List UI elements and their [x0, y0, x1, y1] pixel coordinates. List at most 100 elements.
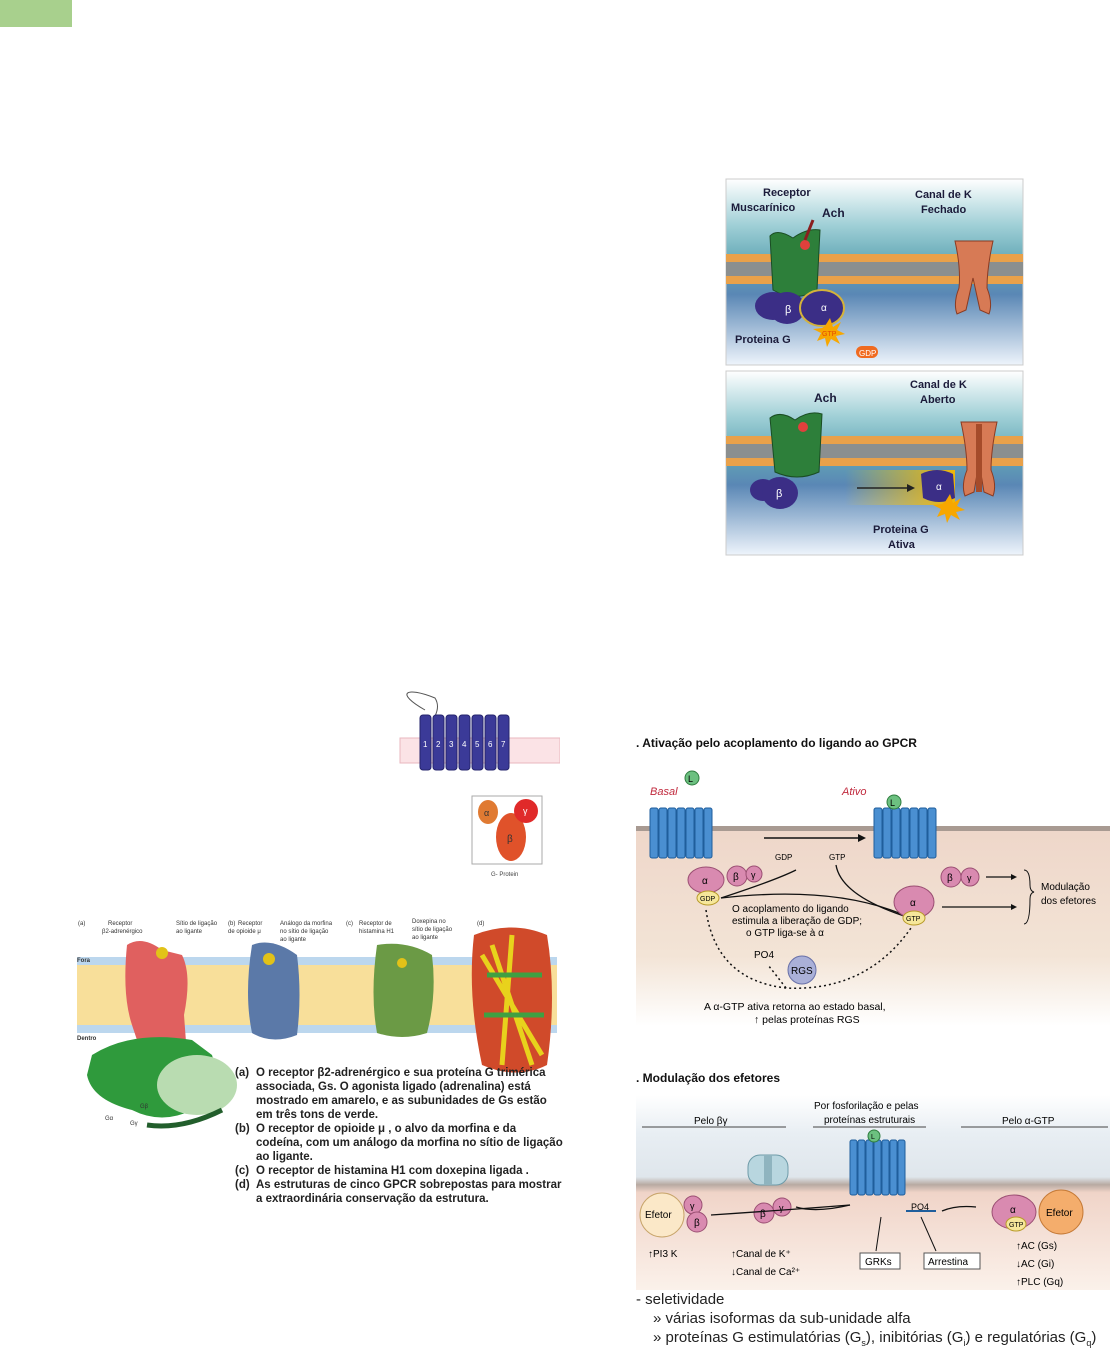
- panel-b-site: Análogo da morfina: [280, 921, 333, 927]
- alpha-subunit-label: α: [484, 808, 489, 818]
- gtp-incoming: GTP: [829, 853, 845, 862]
- modulation-label-2: dos efetores: [1041, 896, 1096, 907]
- muscarinic-figure: β α GTP GDP Receptor Muscarínico Ach Can…: [725, 178, 1024, 556]
- beta-basal: β: [733, 872, 739, 883]
- receptor-label: Receptor: [763, 187, 811, 199]
- gdp-released: GDP: [775, 853, 792, 862]
- helix-6-label: 6: [488, 740, 493, 749]
- selectivity-block: - seletividade » várias isoformas da sub…: [636, 1290, 1096, 1353]
- beta-subunit-label: β: [507, 834, 513, 845]
- gamma-mid: γ: [779, 1203, 784, 1213]
- caption-label: (d): [235, 1179, 250, 1191]
- receptor-label-2: Muscarínico: [731, 202, 795, 214]
- svg-text:GTP: GTP: [822, 331, 837, 338]
- panel-closed: β α GTP GDP Receptor Muscarínico Ach Can…: [725, 178, 1024, 366]
- panel-b-site-2: no sítio de ligação: [280, 929, 329, 935]
- svg-text:GDP: GDP: [859, 349, 876, 358]
- helix-3-label: 3: [449, 740, 454, 749]
- rgs-return-text: A α-GTP ativa retorna ao estado basal,: [704, 1001, 886, 1013]
- coupling-text-2: estimula a liberação de GDP;: [732, 916, 862, 927]
- panel-open: β α Ach Canal de K Aberto Proteina G Ati…: [725, 370, 1024, 556]
- panel-c-receptor-2: histamina H1: [359, 929, 395, 935]
- structure-a: [87, 941, 237, 1129]
- item2-mid1: ), inibitórias (G: [865, 1329, 964, 1346]
- col-by-alpha-gtp: Pelo α-GTP: [1002, 1116, 1055, 1127]
- caption-text: O receptor de opioide μ , o alvo da morf…: [256, 1123, 563, 1163]
- gdp-badge: GDP: [700, 896, 716, 903]
- helix-2-label: 2: [436, 740, 441, 749]
- structures-caption: (a) O receptor β2-adrenérgico e sua prote…: [235, 1066, 565, 1206]
- panel-a-site-2: ao ligante: [176, 929, 203, 935]
- coupling-text-3: o GTP liga-se à α: [746, 928, 824, 939]
- channel-label: Canal de K: [915, 189, 972, 201]
- item2-prefix: » proteínas G estimulatórias (G: [653, 1329, 862, 1346]
- selectivity-title: - seletividade: [636, 1291, 725, 1308]
- panel-b-receptor-2: de opioide μ: [228, 929, 261, 935]
- structure-b: [248, 942, 300, 1040]
- gamma-left: γ: [690, 1201, 695, 1211]
- panel-a-receptor: Receptor: [108, 921, 132, 927]
- canal-ca-effect: ↓Canal de Ca²⁺: [731, 1267, 800, 1278]
- caption-label: (b): [235, 1123, 250, 1135]
- gprotein-active-label-2: Ativa: [888, 539, 916, 551]
- gbeta-label: Gβ: [140, 1104, 149, 1110]
- caption-item-a: (a) O receptor β2-adrenérgico e sua prote…: [235, 1066, 565, 1122]
- channel-state-label: Fechado: [921, 204, 967, 216]
- structure-c: [373, 943, 434, 1037]
- col-by-betagamma: Pelo βγ: [694, 1116, 728, 1127]
- grks-box: GRKs: [865, 1257, 892, 1268]
- caption-label: (a): [235, 1067, 250, 1079]
- svg-text:α: α: [821, 303, 827, 314]
- efetor-left: Efetor: [645, 1210, 672, 1221]
- caption-label: (c): [235, 1165, 250, 1177]
- activation-heading: . Ativação pelo acoplamento do ligando a…: [636, 736, 917, 750]
- ach-label-active: Ach: [814, 391, 837, 405]
- panel-c-site: Doxepina no: [412, 919, 446, 925]
- activation-diagram: L L Basal Ativo α β γ GDP GDP GTP α GTP …: [636, 770, 1110, 1026]
- selectivity-item-2: » proteínas G estimulatórias (Gs), inibi…: [636, 1328, 1096, 1353]
- ac-gi-effect: ↓AC (Gi): [1016, 1259, 1054, 1270]
- po4-effectors: PO4: [911, 1202, 929, 1212]
- svg-text:β: β: [776, 488, 782, 500]
- caption-text: As estruturas de cinco GPCR sobrepostas …: [256, 1179, 562, 1205]
- col-phosphorylation: Por fosforilação e pelas: [814, 1101, 919, 1112]
- helix-1-label: 1: [423, 740, 428, 749]
- caption-item-b: (b) O receptor de opioide μ , o alvo da m…: [235, 1122, 565, 1164]
- po4-label: PO4: [754, 950, 774, 961]
- gprotein-active-label: Proteina G: [873, 524, 929, 536]
- ach-label: Ach: [822, 206, 845, 220]
- channel-label-active: Canal de K: [910, 379, 967, 391]
- caption-item-d: (d) As estruturas de cinco GPCR sobrepost…: [235, 1178, 565, 1206]
- selectivity-item-1: » várias isoformas da sub-unidade alfa: [653, 1310, 911, 1327]
- sub-i: i: [963, 1338, 966, 1348]
- panel-c-site-3: ao ligante: [412, 935, 439, 941]
- caption-item-c: (c)O receptor de histamina H1 com doxepi…: [235, 1164, 565, 1178]
- beta-active: β: [947, 873, 953, 884]
- ggamma-label: Gγ: [130, 1121, 138, 1127]
- svg-text:α: α: [936, 482, 942, 493]
- item2-end: ): [1091, 1329, 1097, 1346]
- panel-c-label: (c): [346, 921, 353, 927]
- coupling-text-1: O acoplamento do ligando: [732, 904, 849, 915]
- g-protein-caption: G- Protein: [491, 872, 518, 878]
- panel-a-site: Sítio de ligação: [176, 921, 218, 927]
- plc-gq-effect: ↑PLC (Gq): [1016, 1277, 1063, 1288]
- ativo-label: Ativo: [841, 786, 866, 798]
- helix-5-label: 5: [475, 740, 480, 749]
- panel-c-receptor: Receptor de: [359, 921, 392, 927]
- rgs-label: RGS: [791, 966, 813, 977]
- caption-text: O receptor β2-adrenérgico e sua proteína…: [256, 1067, 547, 1121]
- gtp-badge: GTP: [906, 916, 921, 923]
- slide-marker-tab: [0, 0, 72, 27]
- panel-b-site-3: ao ligante: [280, 937, 307, 943]
- panel-a-receptor-2: β2-adrenérgico: [102, 929, 143, 935]
- basal-label: Basal: [650, 786, 678, 798]
- gamma-basal: γ: [751, 870, 756, 880]
- gamma-subunit-label: γ: [523, 806, 528, 816]
- modulation-label: Modulação: [1041, 882, 1090, 893]
- channel-open-label: Aberto: [920, 394, 956, 406]
- beta-mid: β: [760, 1209, 766, 1220]
- col-phosphorylation-2: proteínas estruturais: [824, 1115, 915, 1126]
- arrestina-box: Arrestina: [928, 1257, 968, 1268]
- pi3k-effect: ↑PI3 K: [648, 1249, 678, 1260]
